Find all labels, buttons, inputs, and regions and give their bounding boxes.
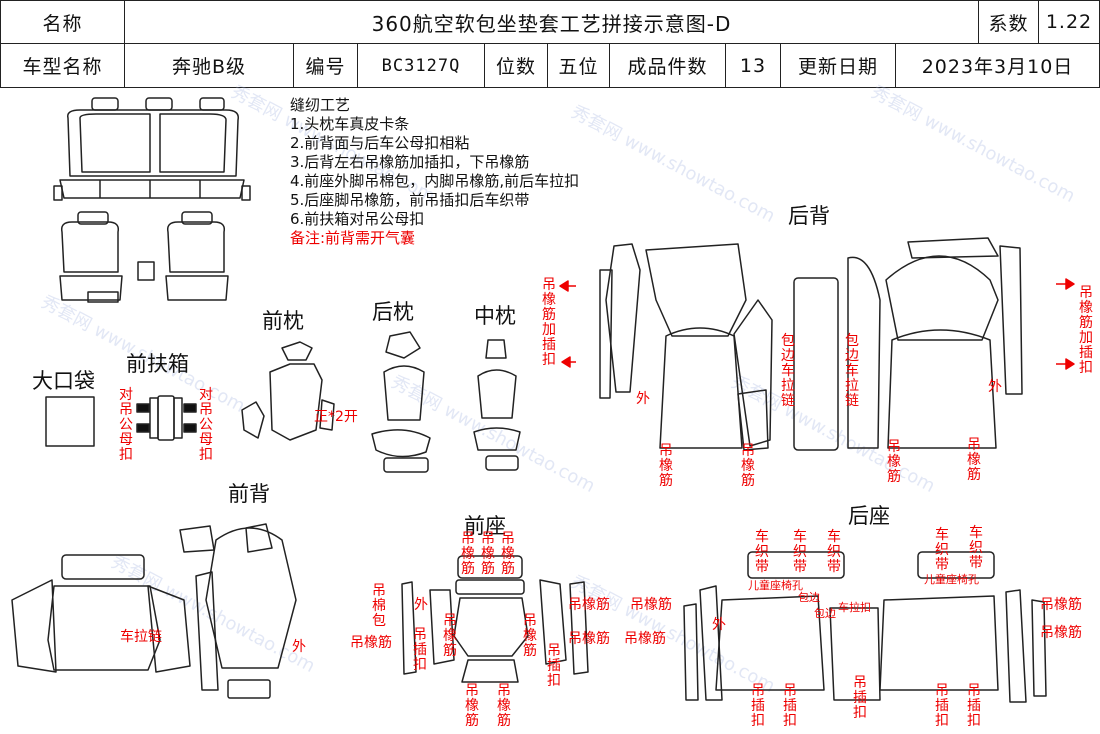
annot-insert: 吊插扣 [413, 627, 427, 673]
armrest-pieces [136, 395, 197, 441]
note-item: 6.前扶箱对吊公母扣 [290, 210, 425, 228]
annot-belt: 车织带 [935, 527, 949, 573]
note-item: 2.前背面与后车公母扣相粘 [290, 134, 470, 152]
annot-insert: 吊插扣 [967, 683, 981, 729]
annot-belt: 车织带 [969, 525, 983, 571]
annot-belt: 车织带 [793, 529, 807, 575]
rear-seat-pieces [683, 551, 1047, 703]
annot-pos-cut: 正*2开 [314, 409, 358, 425]
label-front-seat: 前座 [464, 514, 506, 538]
annot-elastic: 吊橡筋 [967, 437, 981, 483]
annot-elastic-insert-right: 吊橡筋加插扣 [1079, 285, 1093, 376]
notes-title: 缝纫工艺 [290, 96, 351, 114]
annot-cotton-bag: 吊棉包 [372, 583, 386, 629]
annot-car-hook: 车拉扣 [838, 601, 871, 614]
annot-child-seat-right: 儿童座椅孔 [924, 573, 979, 586]
middle-headrest-pieces [473, 339, 521, 471]
label-front-headrest: 前枕 [262, 309, 304, 333]
front-seat-pieces [401, 555, 589, 683]
annot-elastic: 吊橡筋 [887, 439, 901, 485]
annot-elastic: 吊橡筋 [659, 443, 673, 489]
annot-elastic: 吊橡筋 [624, 631, 666, 647]
front-seats-thumbnail [59, 211, 229, 303]
front-back-pieces [11, 523, 297, 699]
annot-trim-lower: 包边 [814, 607, 836, 620]
annot-belt: 车织带 [755, 529, 769, 575]
note-item: 1.头枕车真皮卡条 [290, 115, 410, 133]
annot-hang-snap-left: 对吊公母扣 [119, 387, 133, 463]
rear-headrest-pieces [371, 331, 431, 473]
sewing-notes: 缝纫工艺 1.头枕车真皮卡条 2.前背面与后车公母扣相粘 3.后背左右吊橡筋加插… [290, 96, 579, 248]
label-middle-headrest: 中枕 [474, 304, 516, 328]
annot-elastic: 吊橡筋 [481, 531, 495, 577]
label-rear-headrest: 后枕 [372, 300, 414, 324]
annot-elastic: 吊橡筋 [461, 531, 475, 577]
header-table: 名称 360航空软包坐垫套工艺拼接示意图-D 系数 1.22 车型名称 奔驰B级… [0, 0, 1100, 88]
annot-elastic: 吊橡筋 [741, 443, 755, 489]
annot-belt: 车织带 [827, 529, 841, 575]
annot-elastic: 吊橡筋 [630, 597, 672, 613]
annot-outer: 外 [414, 597, 428, 613]
annot-elastic: 吊橡筋 [523, 613, 537, 659]
label-rear-seat: 后座 [848, 504, 890, 528]
red-arrows [559, 278, 1075, 370]
label-pocket: 大口袋 [32, 369, 95, 393]
rear-bench-thumbnail [53, 97, 251, 201]
label-rear-back: 后背 [788, 204, 830, 228]
label-front-back: 前背 [228, 482, 270, 506]
annot-insert: 吊插扣 [783, 683, 797, 729]
annot-elastic: 吊橡筋 [443, 613, 457, 659]
annot-elastic: 吊橡筋 [1040, 597, 1082, 613]
annot-elastic-insert-left: 吊橡筋加插扣 [542, 277, 556, 368]
annot-edge-zip-left: 包边车拉链 [781, 333, 795, 409]
annot-child-seat-left: 儿童座椅孔 [748, 579, 803, 592]
annot-elastic: 吊橡筋 [350, 635, 392, 651]
front-headrest-pieces [241, 341, 335, 441]
annot-elastic: 吊橡筋 [497, 683, 511, 729]
annot-insert: 吊插扣 [751, 683, 765, 729]
annot-insert: 吊插扣 [853, 675, 867, 721]
annot-outer: 外 [988, 379, 1002, 395]
notes-remark: 备注:前背需开气囊 [290, 229, 416, 247]
annot-elastic: 吊橡筋 [465, 683, 479, 729]
annot-outer: 外 [636, 391, 650, 407]
note-item: 4.前座外脚吊棉包，内脚吊橡筋,前后车拉扣 [290, 172, 580, 190]
annot-hang-snap-right: 对吊公母扣 [199, 387, 213, 463]
annot-edge-zip-right: 包边车拉链 [845, 333, 859, 409]
note-item: 3.后背左右吊橡筋加插扣，下吊橡筋 [290, 153, 530, 171]
annot-elastic: 吊橡筋 [568, 631, 610, 647]
annot-outer: 外 [712, 617, 726, 633]
annot-outer: 外 [292, 639, 306, 655]
annot-car-zip: 车拉链 [120, 629, 162, 645]
rear-back-pieces [599, 237, 1023, 451]
annot-insert: 吊插扣 [547, 643, 561, 689]
label-armrest: 前扶箱 [126, 352, 189, 376]
annot-elastic: 吊橡筋 [501, 531, 515, 577]
pocket-piece [45, 396, 95, 447]
annot-insert: 吊插扣 [935, 683, 949, 729]
annot-elastic: 吊橡筋 [1040, 625, 1082, 641]
annot-elastic: 吊橡筋 [568, 597, 610, 613]
note-item: 5.后座脚吊橡筋，前吊插扣后车织带 [290, 191, 530, 209]
annot-trim-label: 包边 [798, 591, 820, 604]
